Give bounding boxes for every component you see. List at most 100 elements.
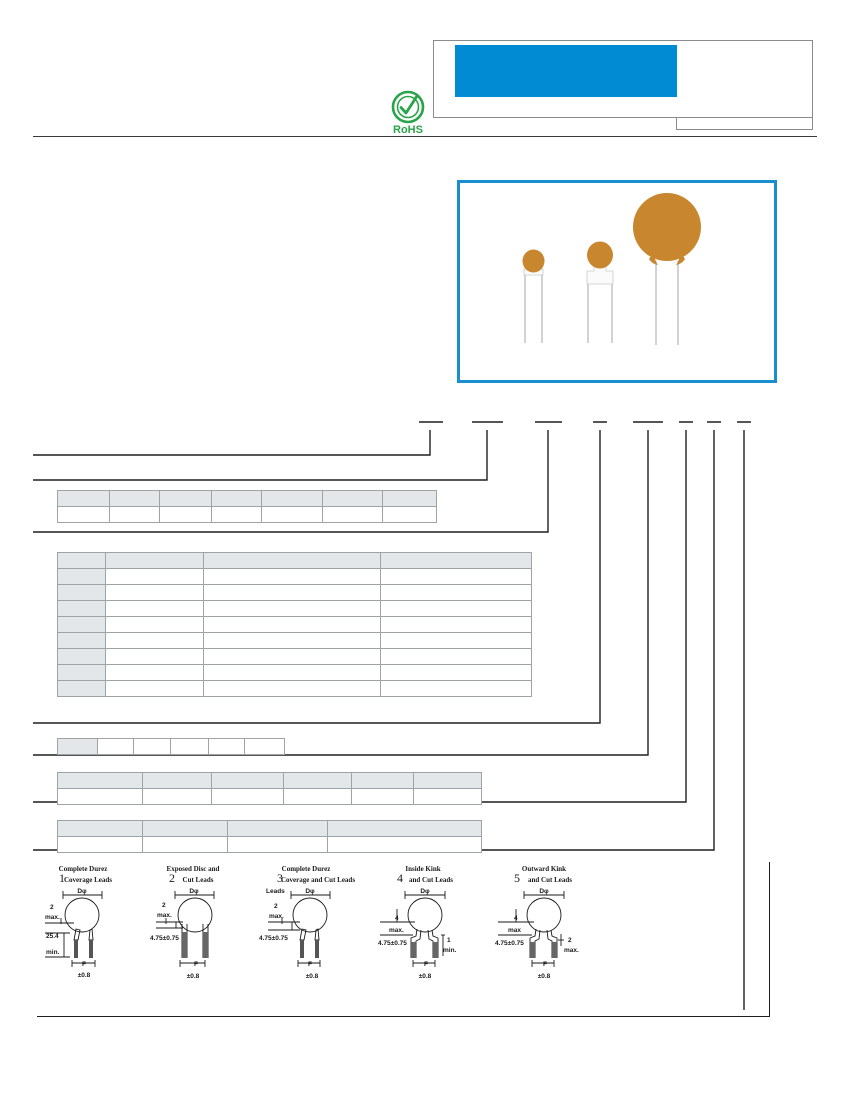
cell-header — [382, 490, 437, 507]
table-row — [57, 600, 533, 617]
tolerance-code-table — [57, 738, 285, 755]
lead-style-5-dim-f: F — [543, 961, 547, 968]
cell-value — [203, 664, 381, 681]
rohs-label: RoHS — [393, 124, 423, 136]
lead-style-5-dim-max: max — [508, 927, 521, 934]
table-row — [57, 738, 285, 755]
cell-value — [203, 600, 381, 617]
lead-style-2-dim-2: 2 — [162, 902, 166, 909]
cell-value — [260, 506, 324, 523]
rohs-icon: RoHS — [391, 90, 425, 136]
lead-style-diagrams: .dt{font-family:"Liberation Serif",serif… — [40, 862, 770, 1012]
cell-rowhead — [57, 568, 106, 585]
cell-value — [104, 648, 205, 665]
table-row — [57, 584, 533, 601]
table-row — [57, 680, 533, 697]
cell-value — [379, 632, 533, 649]
medium-disc-capacitor — [586, 241, 614, 343]
lead-style-5-dim-475: 4.75±0.75 — [495, 940, 524, 947]
cell-value — [351, 788, 415, 805]
cell-value — [379, 584, 533, 601]
lead-style-1-title-line2: Coverage Leads — [64, 876, 112, 884]
lead-style-5-number: 5 — [514, 871, 520, 885]
product-photo-graphic — [460, 183, 774, 380]
table-row — [57, 836, 483, 853]
leader-line-5 — [33, 430, 649, 756]
cell-value — [210, 506, 262, 523]
cell-value — [227, 836, 328, 853]
cell-header — [211, 772, 285, 789]
cell-value — [203, 616, 381, 633]
lead-style-1-dim-2: 2 — [50, 904, 54, 911]
table-row — [57, 490, 437, 507]
table-row — [57, 616, 533, 633]
rohs-logo: RoHS — [383, 88, 441, 138]
cell-header — [326, 820, 483, 837]
lead-style-3-dim-leads: Leads — [266, 888, 285, 895]
cell-value — [170, 738, 210, 755]
cell-header — [57, 738, 98, 755]
cell-header — [227, 820, 328, 837]
cell-header — [158, 490, 212, 507]
lead-style-2-dim-tol: ±0.8 — [187, 973, 200, 980]
small-disc-capacitor — [522, 249, 545, 343]
characteristics-table — [57, 552, 533, 697]
lead-style-3-title-line2: Coverage and Cut Leads — [281, 876, 355, 884]
cell-header — [413, 772, 482, 789]
cell-value — [322, 506, 384, 523]
lead-style-3-dim-tol: ±0.8 — [306, 973, 319, 980]
bottom-divider — [37, 1016, 770, 1017]
lead-style-4-dim-f: F — [424, 961, 428, 968]
cell-value — [203, 648, 381, 665]
cell-value — [326, 836, 483, 853]
cell-header — [351, 772, 415, 789]
cell-header — [57, 772, 143, 789]
cell-rowhead — [57, 632, 106, 649]
table-row — [57, 820, 483, 837]
lead-style-4-dim-max: max. — [389, 927, 404, 934]
lead-style-3-title-line1: Complete Durez — [282, 865, 331, 873]
table-row — [57, 772, 482, 789]
lead-style-3: Complete Durez 3 Coverage and Cut Leads … — [259, 865, 355, 980]
lead-style-4-dim-dphi: Dφ — [420, 888, 430, 895]
cell-value — [208, 738, 246, 755]
cell-value — [104, 600, 205, 617]
cell-value — [104, 616, 205, 633]
lead-style-5-dim-tol: ±0.8 — [538, 973, 551, 980]
lead-style-4-title-line1: Inside Kink — [405, 865, 440, 873]
header-banner — [455, 45, 677, 97]
lead-style-1-title-line1: Complete Durez — [59, 865, 108, 873]
table-row — [57, 648, 533, 665]
cell-header — [141, 772, 213, 789]
cell-header — [283, 772, 353, 789]
cell-rowhead — [57, 616, 106, 633]
cell-value — [379, 664, 533, 681]
cell-value — [379, 600, 533, 617]
cell-value — [379, 568, 533, 585]
lead-style-1-number: 1 — [59, 871, 65, 885]
leader-line-1 — [33, 430, 431, 456]
cell-value — [203, 568, 381, 585]
lead-style-2-dim-max: max. — [157, 912, 172, 919]
cell-header — [322, 490, 384, 507]
cell-value — [203, 632, 381, 649]
cell-value — [382, 506, 437, 523]
lead-style-4-dim-1: 1 — [447, 937, 451, 944]
cell-rowhead — [57, 680, 106, 697]
lead-style-1: Complete Durez 1 Coverage Leads Dφ 2 max… — [45, 865, 112, 979]
lead-style-4-dim-tol: ±0.8 — [419, 973, 432, 980]
lead-style-3-number: 3 — [277, 871, 283, 885]
leader-line-4 — [33, 430, 601, 724]
cell-header — [57, 552, 106, 569]
cell-rowhead — [57, 584, 106, 601]
leader-line-3 — [33, 430, 549, 533]
table-row — [57, 568, 533, 585]
lead-style-4-dim-min: min. — [443, 947, 457, 954]
cell-value — [379, 648, 533, 665]
lead-style-1-dim-max: max. — [45, 914, 60, 921]
cell-header — [210, 490, 262, 507]
lead-style-1-dim-dphi: Dφ — [77, 888, 87, 895]
product-photo — [457, 180, 777, 383]
series-code-table — [57, 490, 437, 523]
